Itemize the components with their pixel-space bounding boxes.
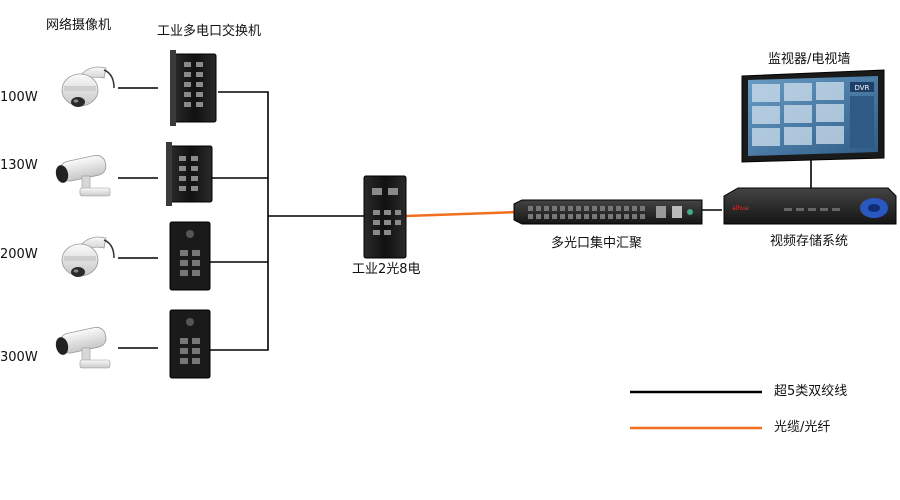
camera-power-label-2: 130W: [0, 158, 38, 173]
switch-icon: [170, 50, 217, 126]
legend-label-fiber: 光缆/光纤: [774, 420, 831, 435]
legend-label-twisted-pair: 超5类双绞线: [774, 384, 848, 399]
switch-icon: [169, 309, 211, 379]
nvr-brand: alhua: [732, 205, 749, 212]
monitor-badge: DVR: [855, 84, 870, 92]
switch-icon: [169, 221, 211, 291]
nvr-icon: alhua: [723, 187, 897, 225]
switch-icon: [363, 175, 407, 259]
aggregator-icon: [513, 199, 703, 225]
dome-camera-icon: [61, 236, 115, 277]
core-switch-label: 工业2光8电: [352, 262, 421, 277]
monitor-icon: DVR: [741, 69, 885, 163]
dome-camera-icon: [61, 66, 115, 107]
switches-header: 工业多电口交换机: [157, 24, 262, 39]
bullet-camera-icon: [55, 326, 111, 369]
bullet-camera-icon: [55, 154, 111, 197]
switch-icon: [166, 142, 213, 206]
fiber-cable-core-aggregator: [405, 210, 519, 218]
monitor-label: 监视器/电视墙: [768, 52, 851, 67]
aggregator-label: 多光口集中汇聚: [551, 236, 643, 251]
camera-power-label-3: 200W: [0, 247, 38, 262]
camera-power-label-1: 100W: [0, 90, 38, 105]
camera-power-label-4: 300W: [0, 350, 38, 365]
twisted-pair-cables: [118, 87, 812, 351]
nvr-label: 视频存储系统: [770, 234, 849, 249]
cameras-header: 网络摄像机: [46, 18, 112, 33]
cable-trunk-vertical: [210, 91, 269, 351]
